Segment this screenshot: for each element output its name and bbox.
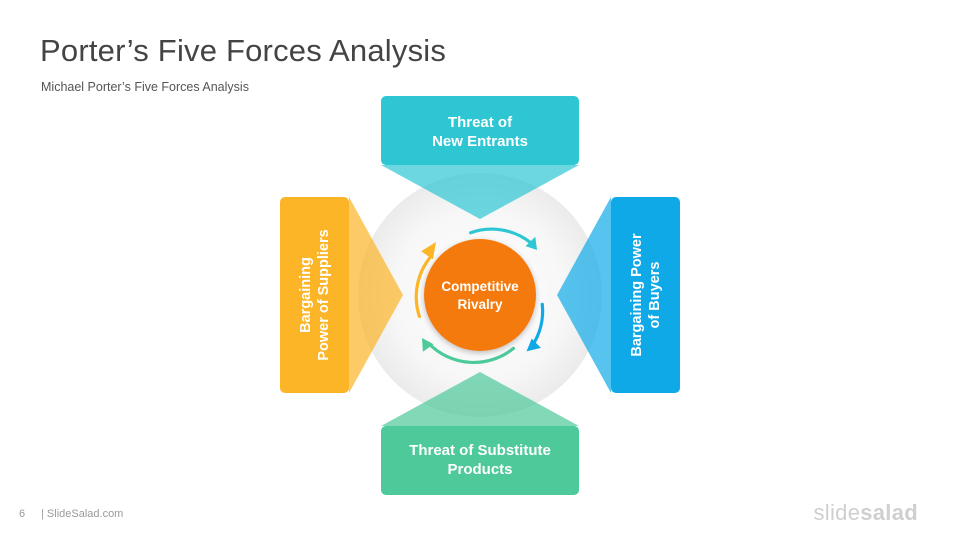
threat-new-entrants-label-2: New Entrants	[432, 133, 528, 150]
slide-title: Porter’s Five Forces Analysis	[40, 33, 447, 68]
arrow-top-left	[414, 255, 432, 319]
supplier-power-label-2: Power of Suppliers	[316, 229, 332, 360]
logo-part2: salad	[860, 500, 918, 525]
arrow-bottom-left	[426, 341, 515, 365]
slidesalad-logo: slidesalad	[813, 500, 918, 526]
slide-subtitle: Michael Porter’s Five Forces Analysis	[41, 80, 249, 94]
supplier-power-label-1: Bargaining	[298, 257, 314, 333]
supplier-power-box[interactable]	[280, 197, 349, 393]
right-funnel	[557, 197, 611, 393]
arrowhead-bottom-left	[422, 338, 434, 352]
buyer-power-label-1: Bargaining Power	[629, 233, 645, 357]
arrowhead-top-left	[421, 242, 436, 260]
arrowhead-bottom-right	[526, 338, 541, 352]
rivalry-arrow-heads	[421, 236, 541, 352]
logo-part1: slide	[813, 500, 861, 525]
threat-new-entrants-label-1: Threat of	[448, 114, 513, 131]
left-funnel	[349, 197, 403, 393]
buyer-power-label-2: of Buyers	[647, 262, 663, 329]
threat-new-entrants-box[interactable]	[381, 96, 579, 165]
bottom-funnel	[381, 372, 579, 426]
competitive-rivalry-circle[interactable]	[424, 239, 536, 351]
competitive-rivalry-label-2: Rivalry	[457, 297, 503, 312]
footer-site: | SlideSalad.com	[41, 508, 124, 520]
threat-substitutes-label-1: Threat of Substitute	[409, 442, 551, 459]
arrow-top-right	[469, 227, 534, 245]
page-number: 6	[19, 508, 26, 520]
competitive-rivalry-label-1: Competitive	[441, 279, 519, 294]
threat-substitutes-box[interactable]	[381, 426, 579, 495]
threat-substitutes-label-2: Products	[447, 461, 512, 478]
top-funnel	[381, 165, 579, 219]
buyer-power-box[interactable]	[611, 197, 680, 393]
arrowhead-top-right	[525, 236, 537, 250]
